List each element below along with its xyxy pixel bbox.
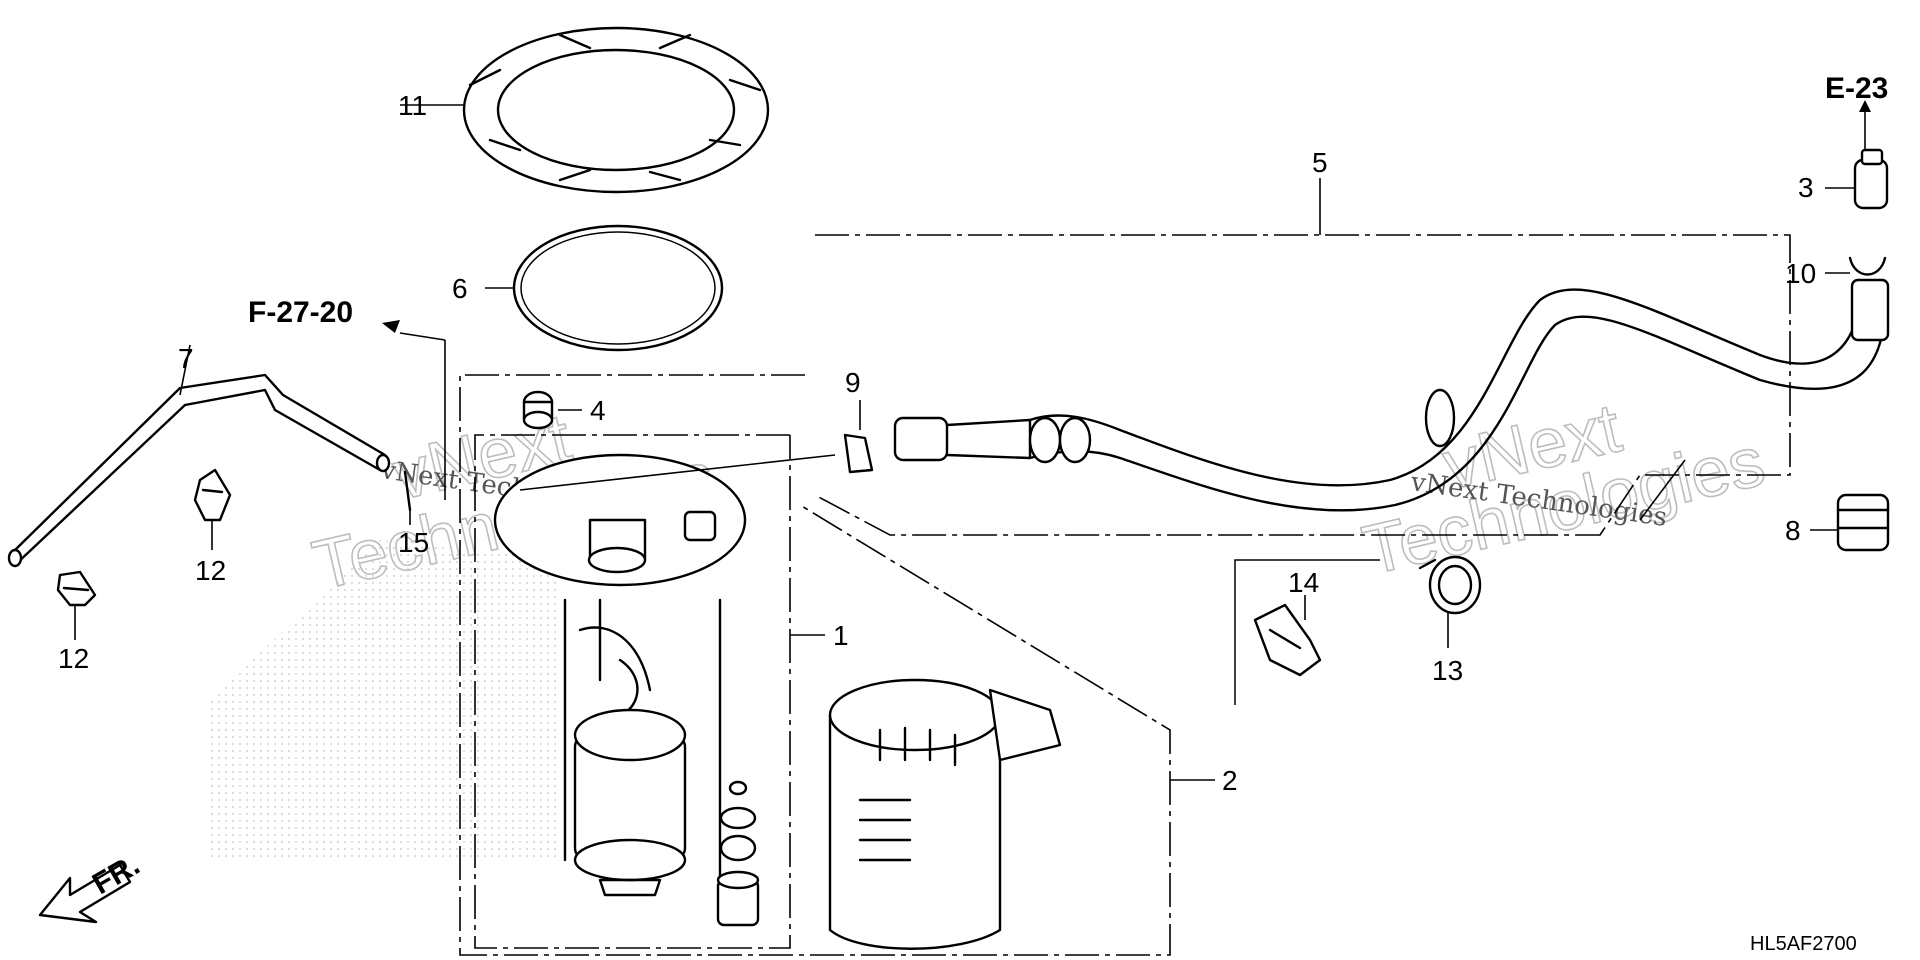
callout-labels: 1 2 3 4 5 6 7 8 9 10 11 12 12 13 14 15	[58, 90, 1816, 796]
hose-clip-10	[1848, 256, 1887, 276]
clip-12a	[193, 468, 232, 522]
callout-5: 5	[1312, 147, 1328, 178]
direction-arrow-icon	[38, 863, 132, 924]
stud-15	[403, 470, 412, 512]
breather-hose	[7, 373, 391, 568]
fuel-reservoir	[828, 678, 1062, 950]
callout-10: 10	[1785, 258, 1816, 289]
callout-7: 7	[178, 343, 194, 374]
reference-f-27-20: F-27-20	[248, 296, 353, 329]
callout-6: 6	[452, 273, 468, 304]
group-box-1	[474, 434, 791, 949]
pump-cap	[522, 390, 554, 430]
fuel-pump-module	[493, 453, 747, 897]
callout-14: 14	[1288, 567, 1319, 598]
callout-9: 9	[845, 367, 861, 398]
arrow-to-e23	[1859, 100, 1871, 112]
callout-11: 11	[398, 90, 427, 121]
group-box-2	[459, 374, 1171, 956]
clamp-14	[1253, 603, 1322, 677]
callout-3: 3	[1798, 172, 1814, 203]
arrow-to-f2720	[382, 320, 400, 333]
callout-2: 2	[1222, 765, 1238, 796]
grommet	[1836, 493, 1890, 552]
connector-clip	[843, 433, 874, 474]
gasket	[512, 224, 724, 352]
group-box-14	[1234, 559, 1380, 705]
small-seals	[716, 780, 760, 927]
fuel-feed-line	[893, 278, 1890, 512]
callout-12-lower: 12	[58, 643, 89, 674]
gasket-inner	[520, 231, 716, 345]
group-box-5	[814, 234, 1791, 536]
leader-lines	[74, 104, 1866, 781]
clip-12b	[56, 570, 97, 607]
quick-joint	[1853, 148, 1889, 210]
callout-8: 8	[1785, 515, 1801, 546]
background-logo-pattern	[210, 540, 560, 860]
watermark-right: vNext Technologies vNext Technologies	[1355, 388, 1772, 591]
callout-15: 15	[398, 527, 429, 558]
diagram-code: HL5AF2700	[1750, 933, 1857, 955]
retainer-ring	[462, 26, 770, 194]
callout-4: 4	[590, 395, 606, 426]
reference-e-23: E-23	[1825, 72, 1888, 105]
callout-12-upper: 12	[195, 555, 226, 586]
front-direction-indicator: FR.	[38, 848, 145, 924]
clamp-13	[1418, 555, 1482, 615]
callout-13: 13	[1432, 655, 1463, 686]
callout-1: 1	[833, 620, 849, 651]
